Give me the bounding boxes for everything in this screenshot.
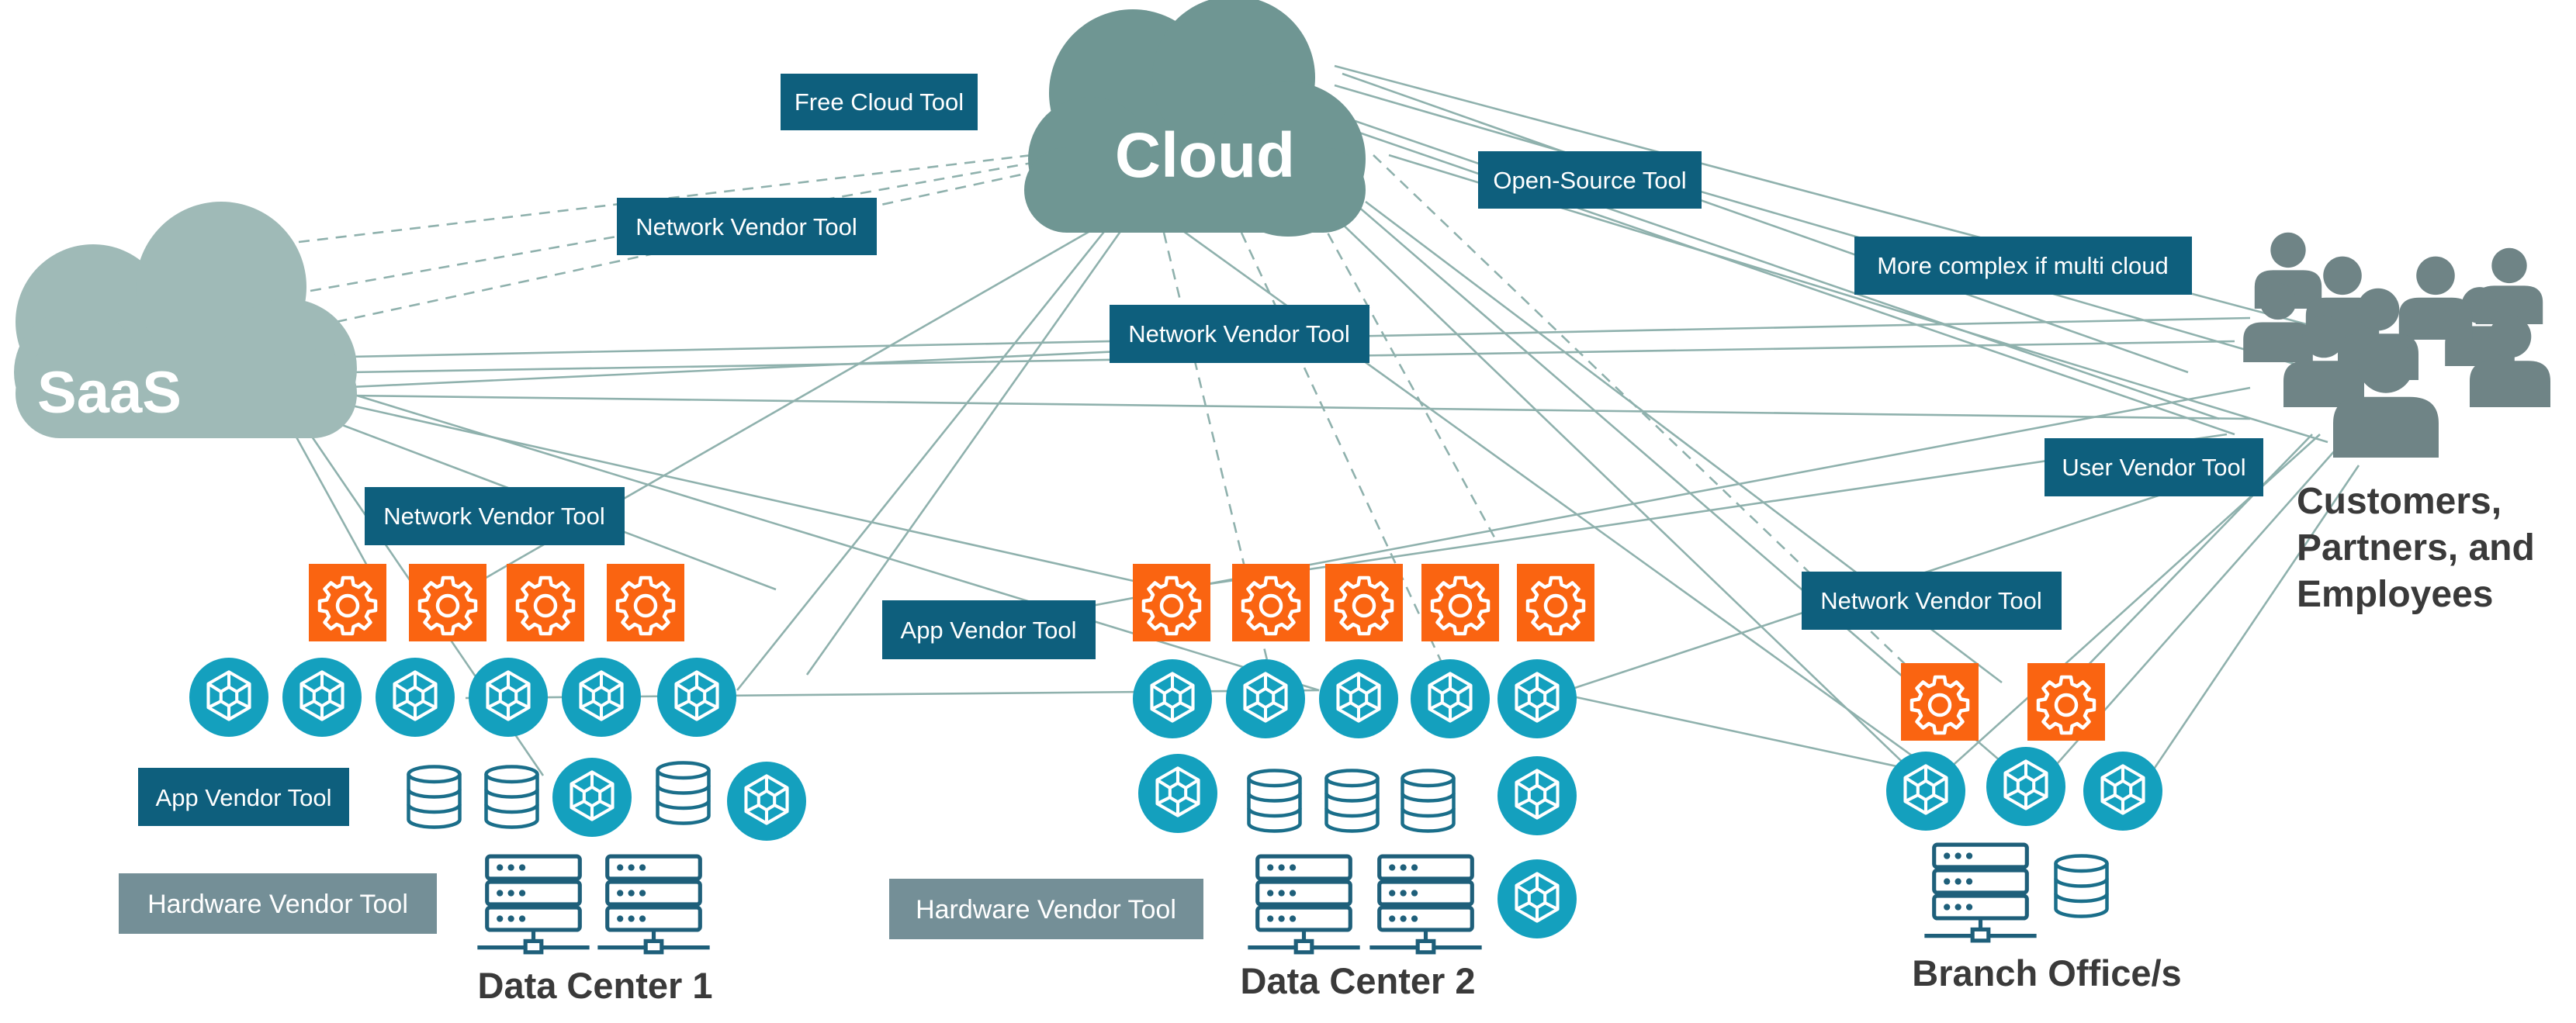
tool-label: App Vendor Tool: [156, 784, 332, 811]
cube-icon: [727, 762, 806, 841]
tool-hardware-vendor-tool-dc1[interactable]: Hardware Vendor Tool: [119, 873, 437, 934]
site-title-dc1: Data Center 1: [478, 965, 713, 1006]
users-label-line-1: Customers,: [2297, 481, 2502, 522]
gear-icon: [607, 564, 684, 641]
database-icon: [486, 767, 538, 828]
tool-free-cloud-tool[interactable]: Free Cloud Tool: [781, 74, 978, 130]
users-label: Customers, Partners, and Employees: [2297, 481, 2545, 615]
cube-icon: [1886, 752, 1965, 831]
server-rack-icon: [597, 856, 709, 952]
gear-icon: [1901, 663, 1979, 741]
cube-icon: [1133, 659, 1212, 738]
tool-label: Network Vendor Tool: [1820, 587, 2041, 614]
tool-network-vendor-tool-center[interactable]: Network Vendor Tool: [1110, 305, 1369, 363]
tool-label: Network Vendor Tool: [635, 213, 857, 240]
database-icon: [658, 763, 709, 824]
users-label-line-3: Employees: [2297, 574, 2493, 615]
saas-label: SaaS: [37, 360, 182, 426]
server-rack-icon: [1369, 856, 1481, 952]
tool-label: Open-Source Tool: [1493, 167, 1686, 194]
cube-icon: [562, 658, 641, 737]
cube-icon: [189, 658, 268, 737]
gear-icon: [2027, 663, 2105, 741]
tool-network-vendor-tool-cloud[interactable]: Network Vendor Tool: [617, 198, 877, 255]
users-label-line-2: Partners, and: [2297, 527, 2535, 569]
cube-icon: [657, 658, 736, 737]
gear-icon: [1517, 564, 1594, 641]
cube-icon: [1138, 754, 1217, 833]
tool-network-vendor-tool-branch[interactable]: Network Vendor Tool: [1802, 572, 2062, 630]
tool-label: Hardware Vendor Tool: [147, 890, 408, 919]
tool-open-source-tool[interactable]: Open-Source Tool: [1478, 151, 1702, 209]
site-title-dc2: Data Center 2: [1241, 960, 1476, 1001]
cube-icon: [376, 658, 455, 737]
site-title-branch: Branch Office/s: [1912, 952, 2181, 994]
database-icon: [1403, 771, 1454, 831]
cube-icon: [1497, 756, 1577, 835]
tool-label: Free Cloud Tool: [795, 88, 964, 116]
tool-user-vendor-tool[interactable]: User Vendor Tool: [2045, 438, 2263, 496]
cube-icon: [1986, 747, 2065, 826]
tool-hardware-vendor-tool-dc2[interactable]: Hardware Vendor Tool: [889, 879, 1203, 939]
database-icon: [409, 767, 460, 828]
servers: [477, 845, 2036, 952]
tool-label: User Vendor Tool: [2062, 454, 2245, 481]
gear-icon: [1232, 564, 1310, 641]
server-rack-icon: [1248, 856, 1359, 952]
database-icon: [1249, 771, 1300, 831]
people-group-icon: [2243, 232, 2550, 458]
tool-label: Hardware Vendor Tool: [916, 895, 1176, 925]
gear-icon: [309, 564, 386, 641]
cube-icon: [1497, 859, 1577, 938]
tool-app-vendor-tool-dc1[interactable]: App Vendor Tool: [138, 768, 349, 826]
cube-icon: [1319, 659, 1398, 738]
server-rack-icon: [1924, 845, 2036, 941]
database-icon: [2056, 856, 2107, 917]
gear-icon: [409, 564, 486, 641]
tool-label: App Vendor Tool: [901, 617, 1077, 644]
cloud-label: Cloud: [1115, 120, 1295, 191]
database-icon: [1327, 771, 1378, 831]
cube-icon: [1226, 659, 1305, 738]
gear-icon: [1133, 564, 1210, 641]
cube-icon: [469, 658, 548, 737]
tool-label: Network Vendor Tool: [1128, 320, 1349, 347]
tool-app-vendor-tool-center[interactable]: App Vendor Tool: [882, 600, 1096, 659]
cube-icon: [282, 658, 362, 737]
tool-label: More complex if multi cloud: [1877, 252, 2169, 279]
tool-network-vendor-tool-dc1[interactable]: Network Vendor Tool: [365, 487, 625, 545]
gear-icon: [1325, 564, 1403, 641]
cube-icon: [2083, 752, 2162, 831]
gear-icon: [507, 564, 584, 641]
cube-icon: [552, 758, 632, 837]
saas-cloud-shape: SaaS: [14, 202, 357, 438]
cloud-shape: Cloud: [1024, 0, 1366, 237]
cube-icon: [1497, 659, 1577, 738]
cube-icon: [1411, 659, 1490, 738]
tool-more-complex-multi-cloud[interactable]: More complex if multi cloud: [1854, 237, 2192, 295]
gear-icon: [1421, 564, 1499, 641]
tool-label: Network Vendor Tool: [383, 503, 604, 530]
server-rack-icon: [477, 856, 589, 952]
